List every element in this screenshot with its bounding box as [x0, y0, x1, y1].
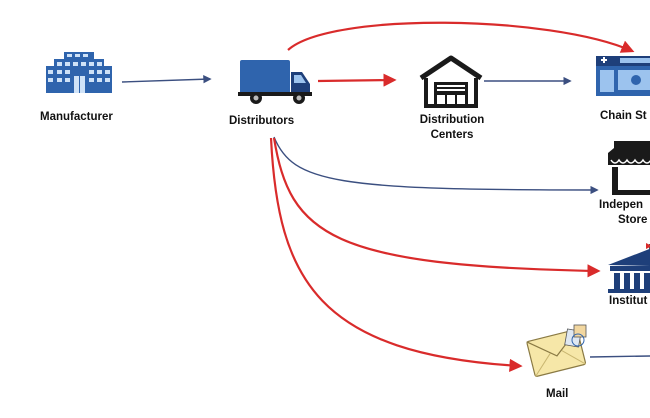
arrow-distributors-to-chain-stores — [287, 21, 635, 53]
arrow-mail-outgoing — [589, 355, 650, 358]
mail-label: Mail — [546, 388, 569, 400]
arrow-distributors-to-institutions — [272, 137, 601, 278]
distribution-centers-label-line2: Centers — [430, 129, 474, 141]
chain-stores-label: Chain St — [600, 110, 647, 122]
independent-stores-label-line2: Store — [618, 214, 648, 226]
arrow-distributors-to-independent-stores — [273, 136, 599, 195]
office-building-icon — [46, 52, 112, 93]
manufacturer-label: Manufacturer — [40, 111, 113, 123]
distribution-centers-label-line1: Distribution — [419, 114, 485, 126]
institution-building-icon — [608, 243, 650, 293]
mail-envelope-icon — [526, 324, 587, 377]
warehouse-icon — [419, 55, 483, 108]
pharmacy-storefront-icon — [596, 56, 650, 96]
awning-shop-icon — [608, 141, 650, 195]
arrow-manufacturer-to-distributors — [121, 75, 212, 84]
independent-stores-label-line1: Indepen — [599, 199, 644, 211]
independent-stores-label: Indepen Store — [599, 198, 647, 228]
distribution-centers-label: Distribution Centers — [412, 113, 492, 143]
delivery-truck-icon — [238, 60, 312, 104]
arrow-distributors-to-mail — [269, 137, 523, 372]
arrow-distributors-to-distribution-centers — [317, 73, 397, 87]
distributors-label: Distributors — [229, 115, 295, 127]
institutions-label: Institut — [609, 295, 648, 307]
